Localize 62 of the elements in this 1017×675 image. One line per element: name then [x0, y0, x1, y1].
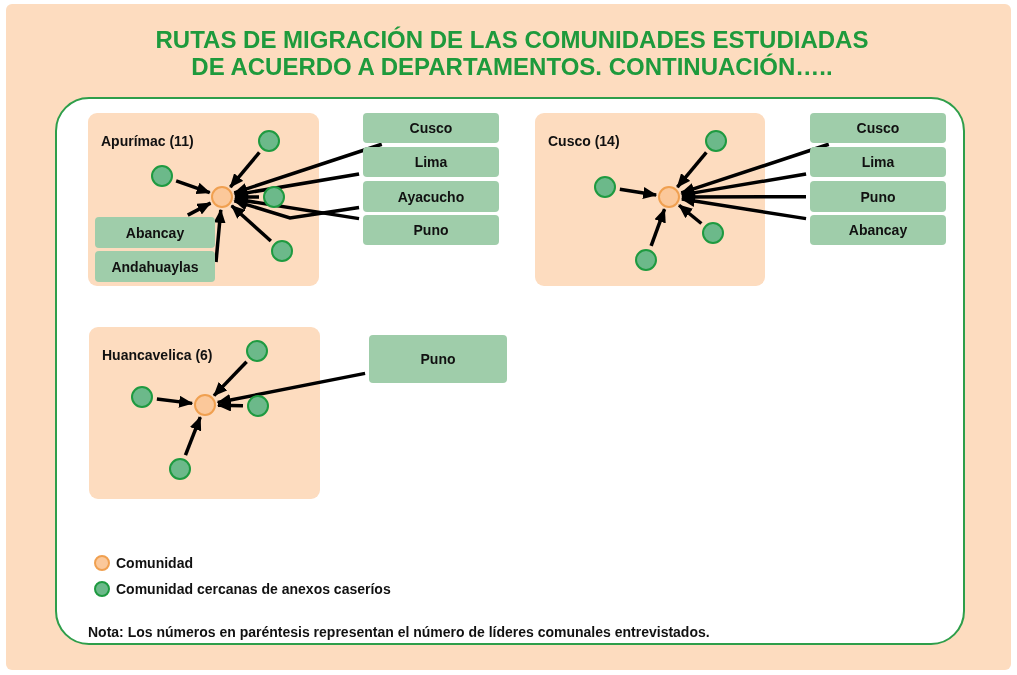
- nearby-community-node: [594, 176, 616, 198]
- region-panel: [535, 113, 765, 286]
- panel-title: Huancavelica (6): [102, 347, 213, 363]
- nearby-community-node: [151, 165, 173, 187]
- destination-box: [95, 217, 215, 248]
- arrow: [216, 371, 366, 406]
- nearby-community-node: [258, 130, 280, 152]
- nearby-community-node: [702, 222, 724, 244]
- destination-box: [810, 181, 946, 212]
- panel-title: Apurímac (11): [101, 133, 194, 149]
- arrow: [175, 179, 211, 195]
- arrow: [229, 151, 261, 189]
- arrow: [649, 208, 667, 247]
- node-label: Puno: [860, 188, 896, 205]
- legend-label: Comunidad: [116, 555, 193, 571]
- arrow: [156, 395, 194, 408]
- community-node: [658, 186, 680, 208]
- nearby-community-node: [635, 249, 657, 271]
- region-panel: [88, 113, 319, 286]
- destination-box: [810, 215, 946, 245]
- nearby-community-node: [131, 386, 153, 408]
- node-label: Abancay: [125, 224, 185, 241]
- node-label: Cusco: [856, 120, 900, 136]
- destination-box: [363, 147, 499, 177]
- arrow: [676, 151, 708, 189]
- node-label: Lima: [414, 154, 448, 170]
- nearby-community-node: [263, 186, 285, 208]
- note-text: Nota: Los números en paréntesis representan el número de líderes comunales entrevistados.: [88, 624, 710, 640]
- node-label: Lima: [861, 154, 895, 170]
- arrow: [213, 208, 226, 263]
- arrow: [183, 416, 202, 456]
- node-label: Andahuaylas: [111, 258, 199, 275]
- node-label: Ayacucho: [397, 188, 465, 205]
- nearby-community-node: [247, 395, 269, 417]
- nearby-community-node: [705, 130, 727, 152]
- destination-box: [810, 147, 946, 177]
- diagram-title: RUTAS DE MIGRACIÓN DE LAS COMUNIDADES ESTUDIADAS DE ACUERDO A DEPARTAMENTOS. CONTINUACIÓN…..: [154, 26, 870, 80]
- node-label: Puno: [420, 351, 456, 367]
- arrow: [212, 360, 248, 397]
- arrow: [230, 204, 273, 243]
- panel-title: Cusco (14): [548, 133, 620, 149]
- legend-label: Comunidad cercanas de anexos caseríos: [116, 581, 391, 597]
- node-label: Abancay: [848, 222, 908, 238]
- community-node: [211, 186, 233, 208]
- destination-box: [369, 335, 507, 383]
- region-panel: [89, 327, 320, 499]
- destination-box: [810, 113, 946, 143]
- destination-box: [363, 215, 499, 245]
- node-label: Puno: [413, 222, 449, 238]
- arrow: [677, 203, 703, 225]
- community-node: [194, 394, 216, 416]
- node-label: Cusco: [409, 120, 453, 136]
- destination-box: [95, 251, 215, 282]
- nearby-community-node: [169, 458, 191, 480]
- destination-box: [363, 181, 499, 212]
- arrow: [186, 201, 212, 217]
- nearby-community-node: [246, 340, 268, 362]
- arrow: [680, 195, 807, 221]
- destination-box: [363, 113, 499, 143]
- nearby-community-node: [271, 240, 293, 262]
- arrow: [619, 187, 658, 199]
- arrow: [233, 172, 360, 199]
